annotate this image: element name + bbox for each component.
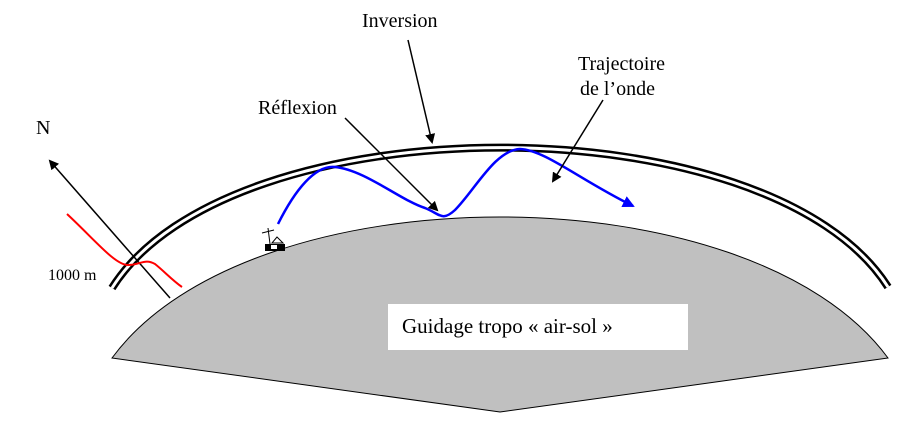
guidage-box: Guidage tropo « air-sol » [388, 304, 688, 350]
inversion-pointer [407, 39, 436, 144]
guidage-label: Guidage tropo « air-sol » [402, 314, 613, 338]
trajectoire-pointer [551, 99, 604, 183]
north-label: N [36, 117, 51, 139]
inversion-layer [108, 143, 892, 291]
reflexion-label: Réflexion [258, 97, 337, 119]
antenna-house-icon [261, 227, 285, 251]
wave-trajectory [276, 147, 635, 225]
trajectoire-label-2: de l’onde [580, 78, 655, 100]
refractivity-profile [66, 213, 183, 288]
inversion-label: Inversion [362, 10, 438, 32]
trajectoire-label-1: Trajectoire [578, 53, 666, 75]
altitude-label: 1000 m [48, 267, 97, 284]
north-arrow [48, 159, 171, 299]
reflexion-pointer [344, 117, 439, 212]
